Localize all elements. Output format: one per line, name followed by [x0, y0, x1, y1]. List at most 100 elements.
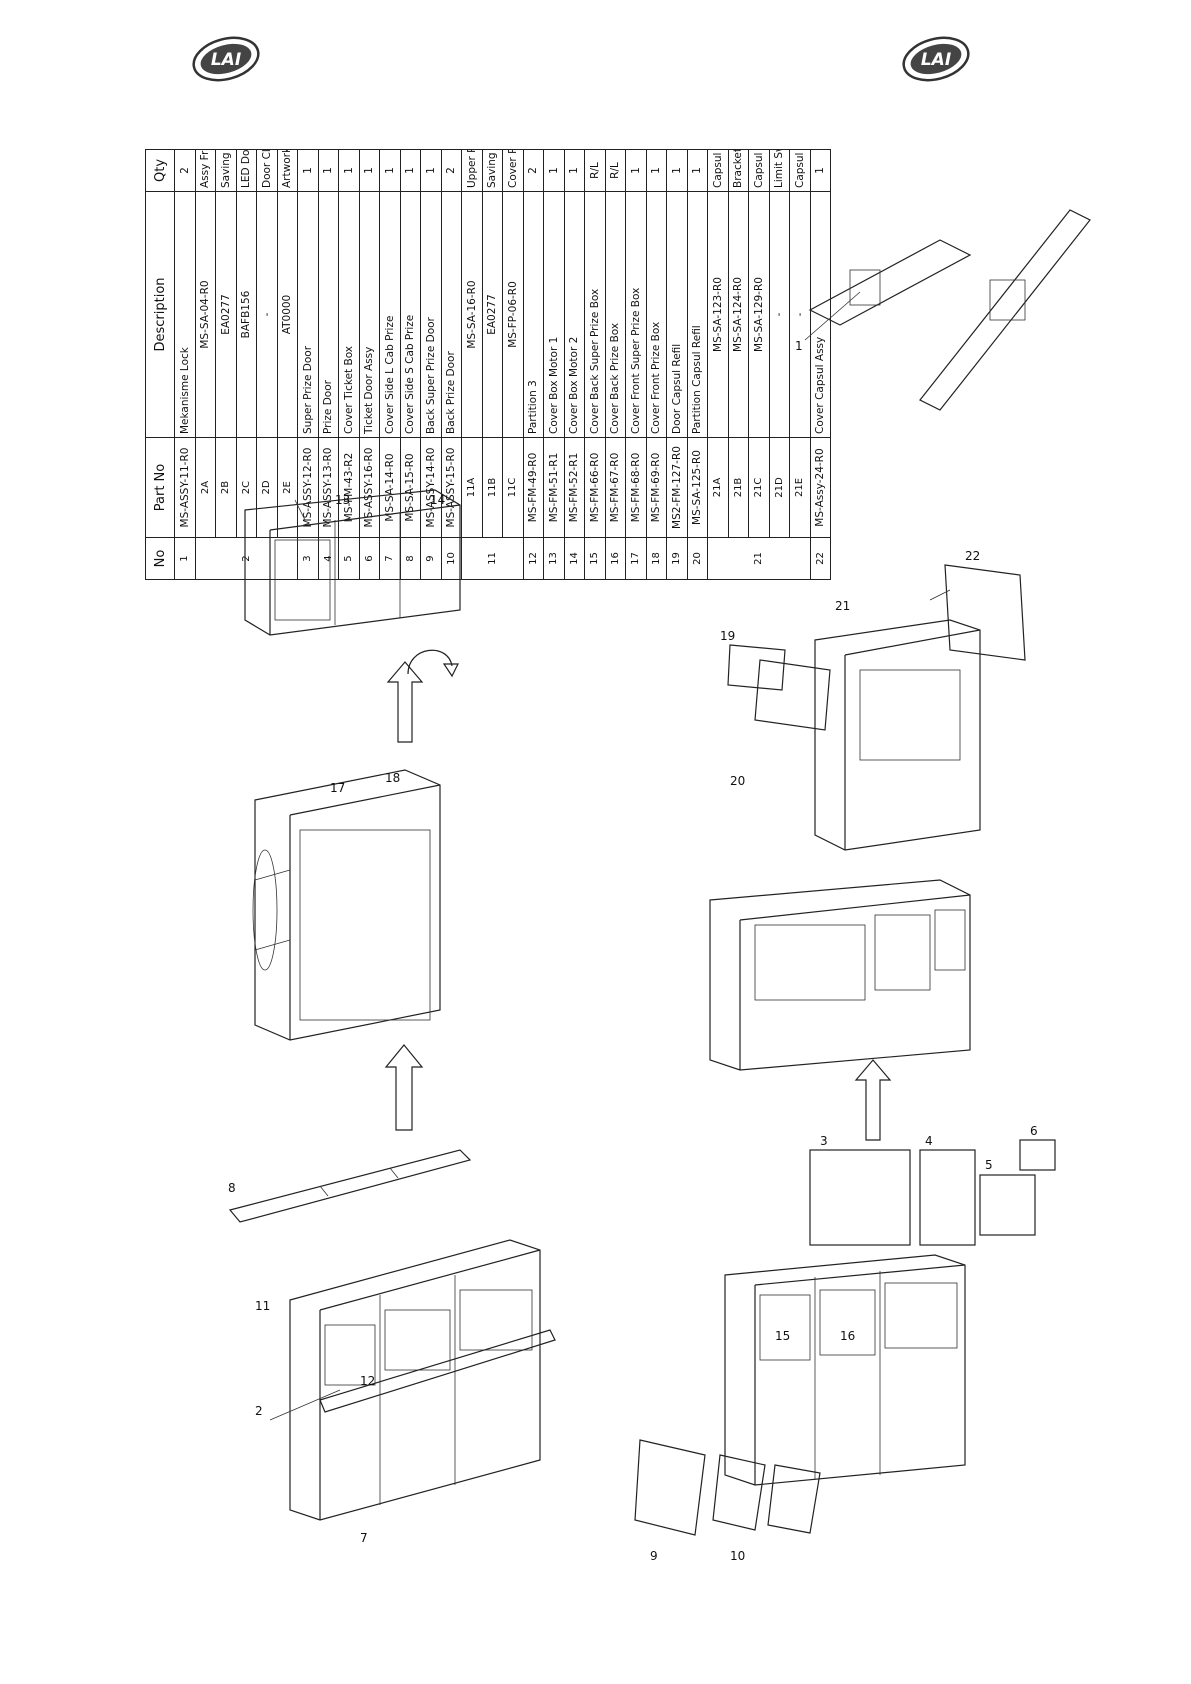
cabinet-view-3: 13 14: [235, 489, 465, 645]
cell-part-no: EA0277: [215, 191, 236, 438]
cell-qty: R/L: [605, 149, 626, 192]
cell-part-no: MS-SA-16-R0: [461, 191, 482, 438]
callout-2: 2: [255, 1404, 263, 1418]
cell-group-no: 11: [461, 537, 523, 580]
cell-description: Cover Partition Lamp: [502, 149, 523, 192]
table-row: 2BEA0277Saving Lamp 110v-120v / 14w2: [215, 149, 236, 580]
exploded-cabinet-view-4: 3 4 5 6 15 16 9 10: [634, 1124, 1075, 1575]
exploded-cabinet-view-1: 8 11 2 12 7: [210, 1149, 590, 1570]
cell-description: Partition Capsul Refil: [687, 191, 708, 438]
cell-qty: 1: [646, 149, 667, 192]
cell-no: 17: [625, 537, 646, 580]
callout-1: 1: [795, 339, 803, 353]
lai-logo-left: LAI: [190, 34, 262, 84]
callout-10: 10: [730, 1549, 745, 1563]
cell-part-no: MS-FM-68-R0: [625, 437, 646, 538]
cell-description: Cover Box Motor 1: [543, 191, 564, 438]
callout-3: 3: [820, 1134, 828, 1148]
cell-part-no: MS2-FM-127-R0: [666, 437, 687, 538]
cell-no: 18: [646, 537, 667, 580]
cell-qty: 1: [687, 149, 708, 192]
side-panel-8: [228, 1149, 472, 1223]
cell-description: Cover Ticket Box: [338, 191, 359, 438]
cell-sub-no: 21C: [748, 437, 769, 538]
cell-qty: 1: [318, 149, 339, 192]
callout-19: 19: [720, 629, 735, 643]
cell-qty: R/L: [584, 149, 605, 192]
cell-qty: 1: [297, 149, 318, 192]
cell-part-no: MS-FP-06-R0: [502, 191, 523, 438]
cell-description: Capsul Dispenser: [789, 149, 810, 192]
cell-part-no: -: [769, 191, 790, 438]
header-part-no: Part No: [145, 437, 175, 538]
callout-6: 6: [1030, 1124, 1038, 1138]
cell-description: Ticket Door Assy: [359, 191, 380, 438]
cell-qty: 2: [523, 149, 544, 192]
cell-part-no: MS-FM-67-R0: [605, 437, 626, 538]
cell-description: Door Capsul Refil: [666, 191, 687, 438]
cell-no: 15: [584, 537, 605, 580]
logo-text: LAI: [921, 50, 951, 70]
assembly-arrow-1: [384, 1044, 424, 1131]
cell-description: Limit Switch: [769, 149, 790, 192]
table-row: 11BEA0277Saving Lamp 110v-120v / 14w2: [482, 149, 503, 580]
side-panel-7: [319, 1329, 556, 1413]
cabinet-view-5: [700, 879, 980, 1071]
cell-sub-no: 21D: [769, 437, 790, 538]
cell-description: Cover Back Prize Box: [605, 191, 626, 438]
cell-part-no: -: [256, 191, 277, 438]
cell-qty: 1: [400, 149, 421, 192]
cell-description: Capsul Base Assy: [707, 149, 728, 192]
cell-qty: 1: [625, 149, 646, 192]
callout-18: 18: [385, 771, 400, 785]
cell-description: Cover Side L Cab Prize: [379, 191, 400, 438]
callout-16: 16: [840, 1329, 855, 1343]
cell-qty: 1: [338, 149, 359, 192]
cell-part-no: MS-FM-51-R1: [543, 437, 564, 538]
cell-no: 13: [543, 537, 564, 580]
callout-22: 22: [965, 549, 980, 563]
cell-part-no: MS-FM-66-R0: [584, 437, 605, 538]
callout-5: 5: [985, 1158, 993, 1172]
cell-description: Assy Frame Cabinet Right: [195, 149, 216, 192]
cell-sub-no: 21B: [728, 437, 749, 538]
cell-part-no: MS-SA-04-R0: [195, 191, 216, 438]
cell-qty: 1: [359, 149, 380, 192]
cell-qty: 1: [564, 149, 585, 192]
cell-part-no: BAFB156: [236, 191, 257, 438]
callout-14: 14: [430, 493, 445, 507]
cell-description: Upper Partition: [461, 149, 482, 192]
cell-description: Super Prize Door: [297, 191, 318, 438]
callout-11: 11: [255, 1299, 270, 1313]
cell-part-no: MS-SA-125-R0: [687, 437, 708, 538]
callout-21: 21: [835, 599, 850, 613]
header-qty: Qty: [145, 149, 175, 192]
cell-part-no: MS-SA-124-R0: [728, 191, 749, 438]
cell-description: Artwork: [277, 149, 298, 192]
cell-part-no: AT0000: [277, 191, 298, 438]
cell-sub-no: 2B: [215, 437, 236, 538]
cell-description: Prize Door: [318, 191, 339, 438]
capsule-cabinet-view: 22 21 19 20: [720, 549, 1040, 851]
cell-description: Back Prize Door: [441, 191, 462, 438]
cell-description: Mekanisme Lock: [174, 191, 195, 438]
cell-description: Cover Back Super Prize Box: [584, 191, 605, 438]
cell-sub-no: 21E: [789, 437, 810, 538]
cell-sub-no: 11C: [502, 437, 523, 538]
callout-4: 4: [925, 1134, 933, 1148]
cell-sub-no: 21A: [707, 437, 728, 538]
cabinet-frame: [289, 1239, 541, 1521]
cell-qty: 1: [420, 149, 441, 192]
header-no: No: [145, 537, 175, 580]
cell-sub-no: 2A: [195, 437, 216, 538]
